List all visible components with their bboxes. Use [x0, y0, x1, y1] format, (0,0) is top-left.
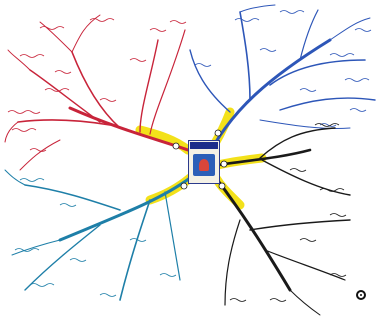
- mind-map-center-book-image: [188, 140, 220, 184]
- center-book-illustration: [193, 154, 215, 176]
- black-branch-node-lower: [218, 182, 226, 190]
- black-branch-node-upper: [220, 160, 228, 168]
- blue-branch-node: [214, 129, 222, 137]
- black-branch-group: [214, 127, 351, 316]
- red-handwriting: [7, 18, 187, 152]
- teal-branch-node: [180, 182, 188, 190]
- blue-handwriting: [194, 10, 372, 127]
- copyright-logo: [356, 290, 366, 300]
- blue-branch-group: [189, 4, 376, 147]
- branch-nodes: [172, 129, 228, 190]
- red-branch-group: [4, 14, 190, 171]
- red-branch-node: [172, 142, 180, 150]
- center-book-title-bar: [190, 142, 218, 149]
- black-handwriting: [229, 123, 347, 302]
- teal-handwriting: [14, 178, 177, 297]
- teal-branch-group: [4, 169, 192, 301]
